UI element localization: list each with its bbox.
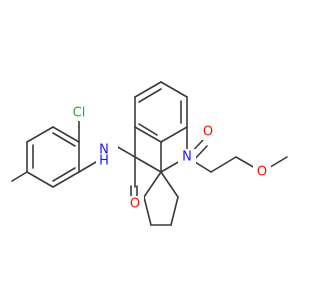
bond bbox=[143, 196, 152, 226]
bond bbox=[52, 167, 76, 182]
bond bbox=[160, 171, 179, 198]
ring-nitrogen-label: N bbox=[182, 150, 192, 165]
bond bbox=[26, 171, 54, 188]
bond bbox=[52, 171, 80, 188]
bond bbox=[138, 123, 158, 136]
amide-oxygen-atom: O bbox=[126, 196, 144, 212]
bond bbox=[170, 196, 179, 226]
amide-oxygen-label: O bbox=[130, 197, 140, 212]
amide-nitrogen-label: N bbox=[99, 143, 109, 158]
bond bbox=[115, 145, 136, 158]
bond bbox=[134, 81, 162, 98]
amide-nitrogen-atom: N H bbox=[96, 138, 118, 169]
chlorine-label: Cl bbox=[73, 106, 86, 121]
bond bbox=[134, 156, 162, 173]
bonds bbox=[11, 81, 288, 226]
bond bbox=[160, 126, 188, 143]
amide-hydrogen-label: H bbox=[99, 154, 109, 169]
bond bbox=[11, 171, 28, 182]
bond bbox=[160, 81, 188, 98]
bond bbox=[138, 88, 162, 103]
bond bbox=[134, 126, 162, 143]
ether-oxygen-atom: O bbox=[253, 164, 271, 180]
atom-labels: Cl N H O O N O bbox=[69, 105, 271, 212]
bond bbox=[210, 156, 237, 173]
bond bbox=[52, 126, 80, 143]
ketone-oxygen-label: O bbox=[203, 125, 213, 140]
chlorine-atom: Cl bbox=[69, 105, 89, 121]
bond bbox=[26, 126, 54, 143]
bond bbox=[52, 132, 76, 147]
chemical-structure-diagram: Cl N H O O N O bbox=[11, 81, 288, 226]
ring-nitrogen-atom: N bbox=[178, 149, 196, 165]
bond bbox=[78, 161, 97, 173]
ether-oxygen-label: O bbox=[257, 165, 267, 180]
ketone-oxygen-atom: O bbox=[199, 124, 217, 140]
bond bbox=[143, 171, 162, 198]
